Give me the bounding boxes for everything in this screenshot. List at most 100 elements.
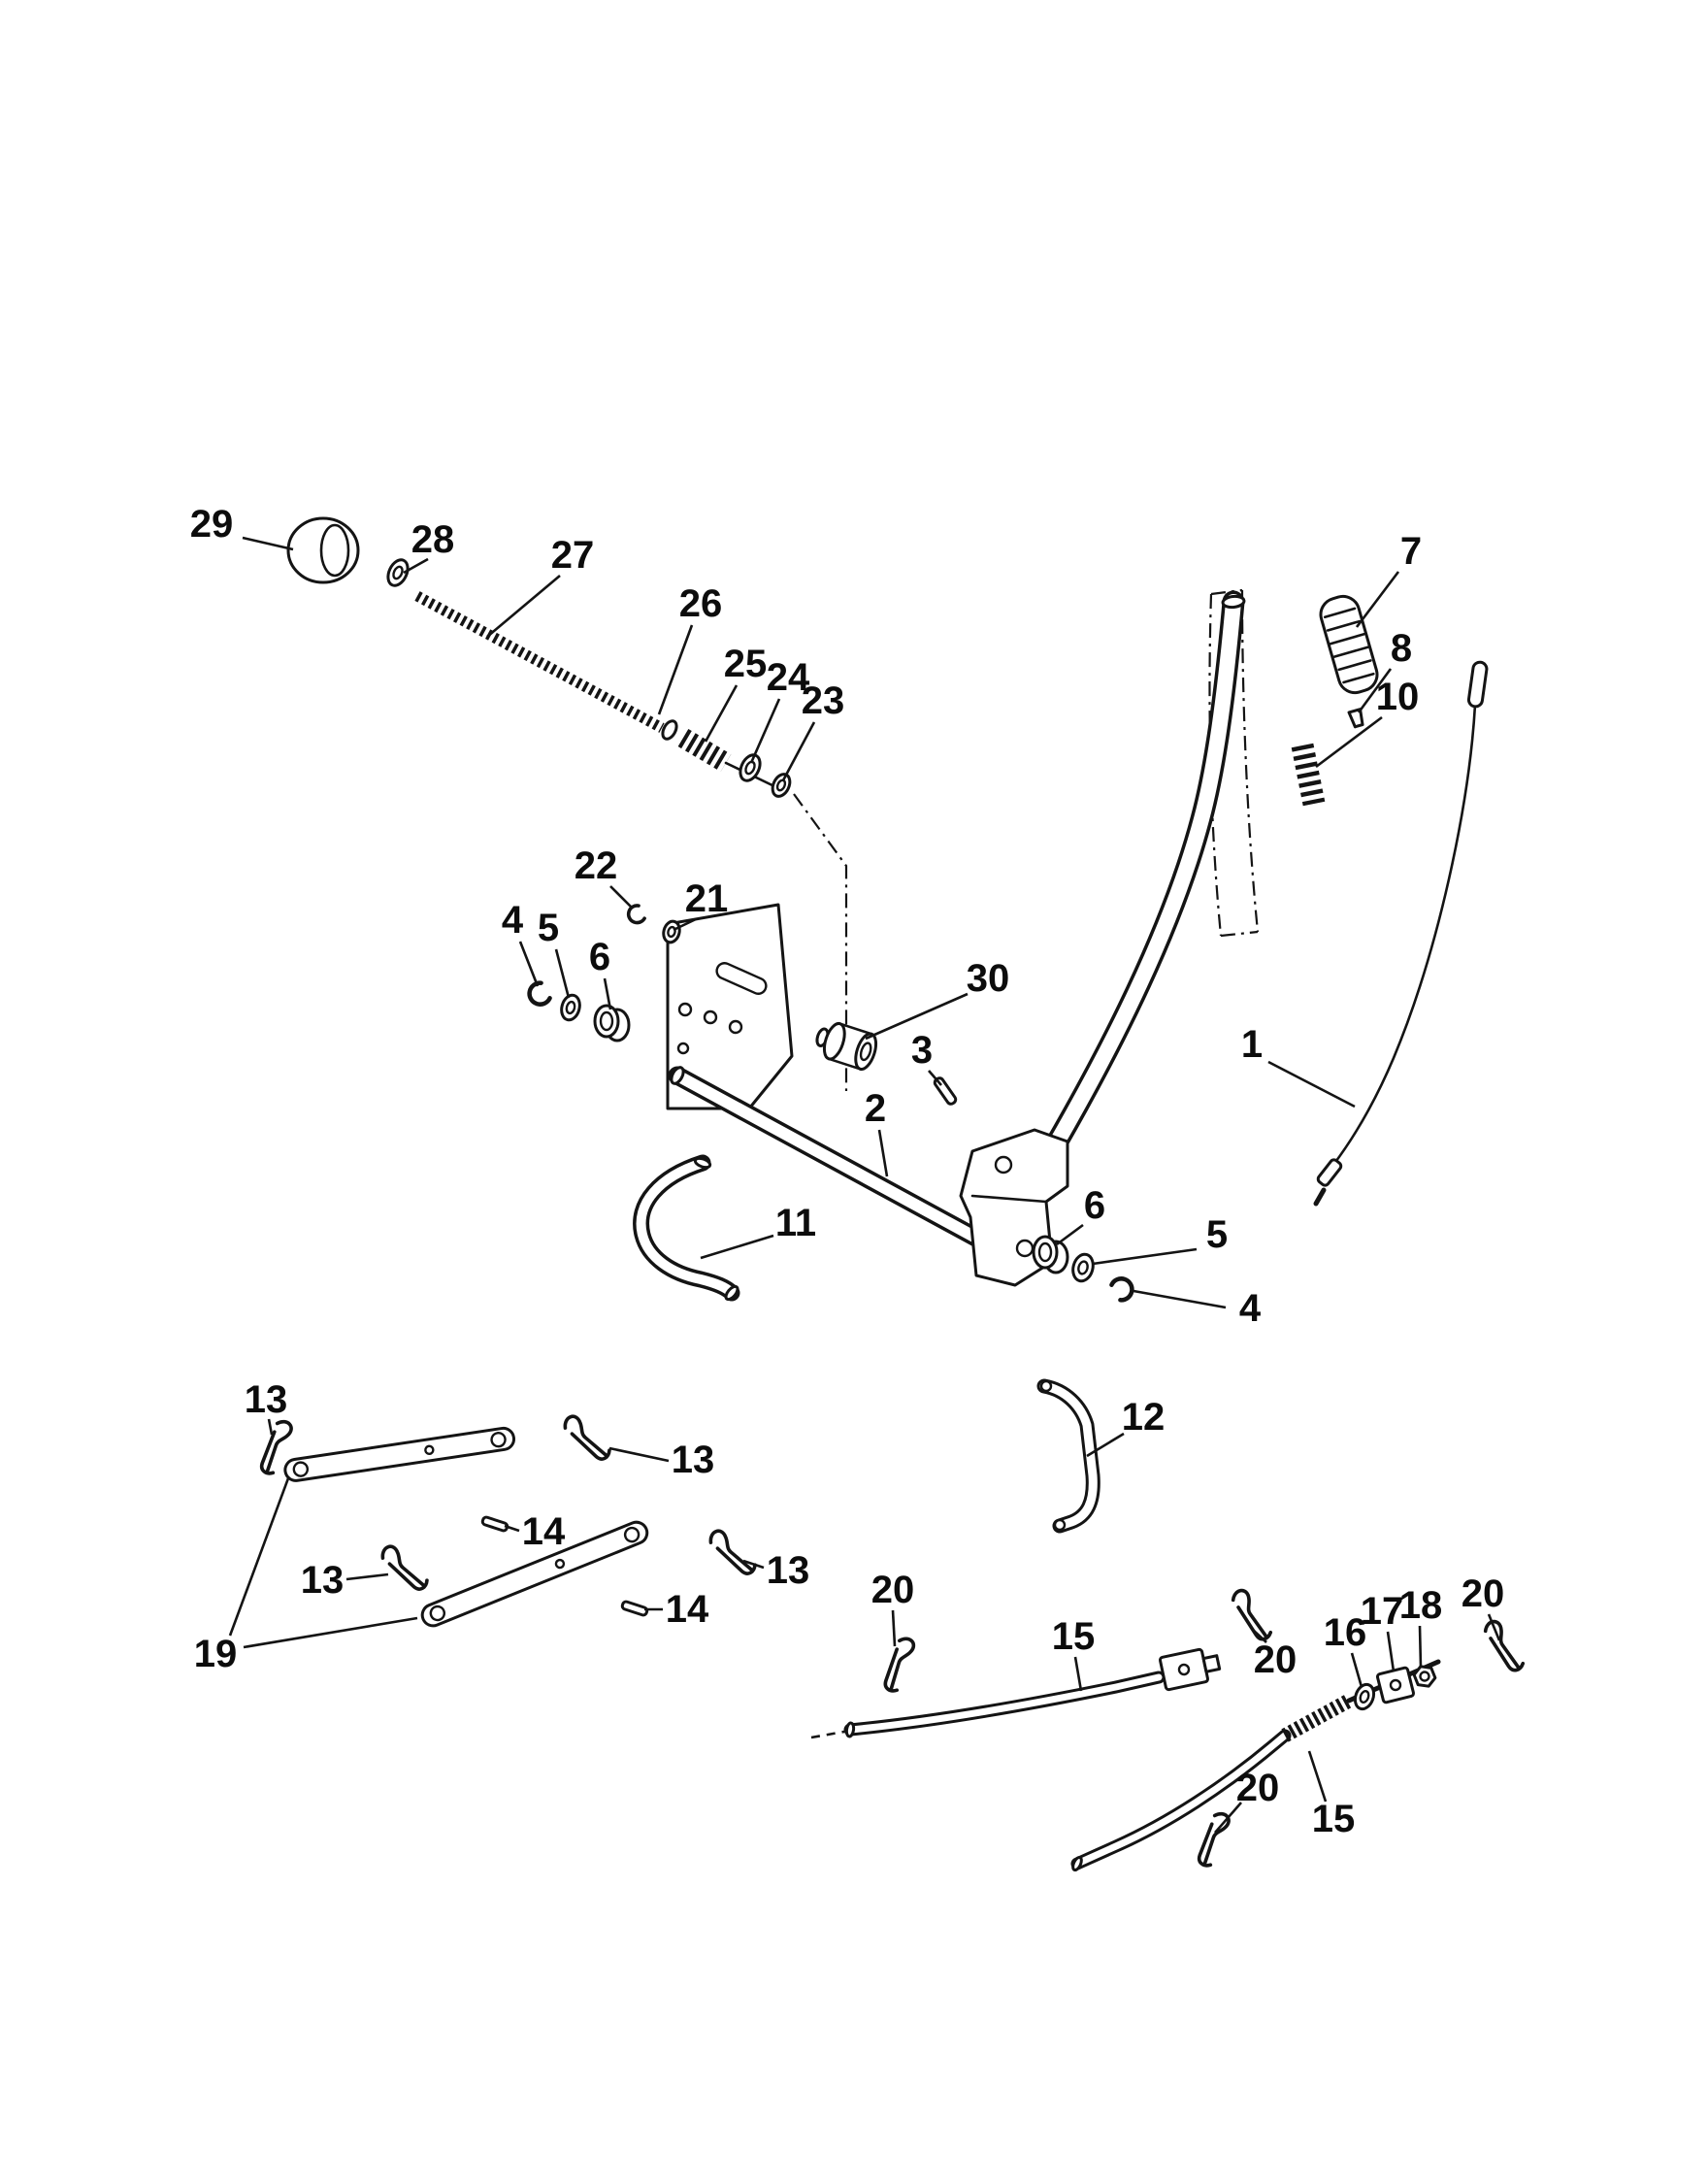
leader-line-part-7 bbox=[1355, 571, 1400, 628]
leader-line-part-1 bbox=[1267, 1060, 1356, 1109]
leader-line-part-21 bbox=[673, 917, 697, 932]
callout-label-part-20-38: 20 bbox=[1236, 1767, 1280, 1809]
leader-line-part-25 bbox=[704, 684, 739, 743]
hairpin-clip-part-13-b bbox=[556, 1412, 619, 1464]
callout-label-part-19-30: 19 bbox=[194, 1633, 238, 1675]
trunnion-part-17 bbox=[1375, 1666, 1416, 1704]
callout-label-part-20-37: 20 bbox=[1462, 1572, 1505, 1615]
bent-rod-part-11 bbox=[633, 1154, 740, 1302]
leader-line-part-15 bbox=[1307, 1750, 1328, 1803]
washer-part-16 bbox=[1353, 1682, 1376, 1711]
leader-line-part-18 bbox=[1418, 1625, 1423, 1669]
callout-label-part-23-6: 23 bbox=[802, 679, 845, 722]
leader-line-part-23 bbox=[781, 721, 816, 781]
washer-part-5-right bbox=[1071, 1252, 1095, 1283]
roller-part-30 bbox=[815, 1021, 878, 1072]
callout-label-part-10-9: 10 bbox=[1376, 676, 1420, 718]
callout-label-part-7-7: 7 bbox=[1400, 530, 1422, 573]
leader-line-part-2 bbox=[877, 1129, 889, 1177]
leader-line-part-22 bbox=[609, 885, 634, 910]
leader-line-part-5 bbox=[1092, 1247, 1198, 1266]
callout-label-part-3-16: 3 bbox=[911, 1029, 933, 1072]
threaded-rod-part-27 bbox=[414, 591, 665, 733]
leader-line-part-4 bbox=[518, 941, 540, 987]
leader-line-part-14 bbox=[504, 1524, 520, 1533]
callout-label-part-20-31: 20 bbox=[871, 1569, 915, 1611]
knob-part-29 bbox=[286, 516, 360, 584]
leader-line-part-15 bbox=[1073, 1656, 1083, 1692]
leader-line-part-20 bbox=[1253, 1630, 1267, 1643]
callout-label-part-4-12: 4 bbox=[502, 899, 524, 942]
callout-label-part-6-14: 6 bbox=[589, 936, 610, 978]
callout-label-part-14-29: 14 bbox=[666, 1588, 709, 1631]
retainer-clip-part-22 bbox=[623, 902, 647, 928]
leader-line-part-16 bbox=[1350, 1652, 1363, 1688]
callout-label-part-24-5: 24 bbox=[767, 656, 810, 699]
callout-label-part-27-2: 27 bbox=[551, 534, 595, 577]
rod-collar-part-26 bbox=[661, 719, 678, 741]
threaded-end bbox=[1281, 1694, 1353, 1742]
leader-line-part-19 bbox=[228, 1477, 290, 1637]
trunnion-block-upper bbox=[1159, 1647, 1222, 1692]
leader-line-part-20 bbox=[1214, 1802, 1242, 1834]
cable-ferrule bbox=[1316, 1158, 1343, 1187]
hairpin-clip-part-13-c bbox=[374, 1542, 437, 1594]
callout-label-part-14-26: 14 bbox=[522, 1510, 566, 1553]
cotter-pin-part-20-a bbox=[883, 1636, 916, 1694]
washer-part-28 bbox=[386, 558, 410, 587]
callout-label-part-5-13: 5 bbox=[538, 907, 559, 949]
retainer-ring-part-4-right bbox=[1110, 1274, 1135, 1302]
leader-line-part-13 bbox=[608, 1446, 670, 1463]
leader-line-part-20 bbox=[891, 1609, 897, 1647]
cable-part-1 bbox=[1313, 660, 1489, 1207]
alignment-centerline bbox=[793, 793, 848, 1091]
ferrule-part-8 bbox=[1347, 708, 1364, 729]
lift-rod-part-15-lower bbox=[1070, 1659, 1441, 1872]
lift-handle-tube bbox=[1009, 590, 1246, 1217]
leader-line-part-4 bbox=[1133, 1289, 1227, 1309]
grip-part-7 bbox=[1319, 594, 1379, 695]
leader-line-part-26 bbox=[657, 624, 694, 715]
callout-label-part-22-10: 22 bbox=[575, 844, 618, 887]
hairpin-clip-part-13-d bbox=[702, 1527, 765, 1578]
washer-part-24 bbox=[739, 753, 762, 782]
leader-line-part-29 bbox=[242, 536, 294, 551]
bushing-part-6-right bbox=[1032, 1235, 1069, 1274]
pin-part-14-lower bbox=[620, 1600, 649, 1617]
leader-line-part-17 bbox=[1386, 1631, 1396, 1672]
callout-label-part-12-24: 12 bbox=[1122, 1396, 1166, 1439]
callout-label-part-15-39: 15 bbox=[1312, 1798, 1356, 1840]
bushing-part-6-left bbox=[593, 1004, 631, 1042]
leader-line-part-13 bbox=[742, 1559, 765, 1570]
leader-line-part-5 bbox=[554, 948, 571, 999]
nut-part-18 bbox=[1412, 1665, 1437, 1688]
pin-part-14-upper bbox=[480, 1515, 509, 1533]
callout-label-part-25-4: 25 bbox=[724, 643, 768, 685]
washer-part-21 bbox=[662, 919, 681, 944]
callout-label-part-29-0: 29 bbox=[190, 503, 234, 546]
callout-label-part-26-3: 26 bbox=[679, 582, 723, 625]
lever-part-12 bbox=[1036, 1378, 1100, 1534]
washer-part-5-left bbox=[560, 993, 581, 1022]
callout-label-part-13-27: 13 bbox=[301, 1559, 345, 1602]
nut-part-23 bbox=[771, 773, 792, 798]
lift-link-part-19-lower bbox=[420, 1520, 649, 1628]
lift-rod-part-15-upper bbox=[843, 1671, 1166, 1738]
leader-line-part-20 bbox=[1487, 1613, 1501, 1641]
callout-label-part-6-20: 6 bbox=[1084, 1184, 1105, 1227]
callout-label-part-1-17: 1 bbox=[1241, 1023, 1263, 1066]
leader-line-part-13 bbox=[345, 1572, 389, 1581]
leader-line-part-6 bbox=[1056, 1223, 1084, 1246]
lift-shaft-part-2 bbox=[668, 1066, 1027, 1270]
callout-label-part-21-11: 21 bbox=[685, 877, 729, 920]
mounting-plate bbox=[666, 903, 794, 1110]
callout-label-part-8-8: 8 bbox=[1391, 627, 1412, 670]
callout-label-part-18-36: 18 bbox=[1399, 1584, 1443, 1627]
cotter-pin-part-20-b bbox=[1222, 1585, 1283, 1644]
leader-line-part-19 bbox=[243, 1616, 418, 1649]
leader-line-part-28 bbox=[403, 557, 429, 575]
callout-label-part-20-33: 20 bbox=[1254, 1638, 1297, 1681]
